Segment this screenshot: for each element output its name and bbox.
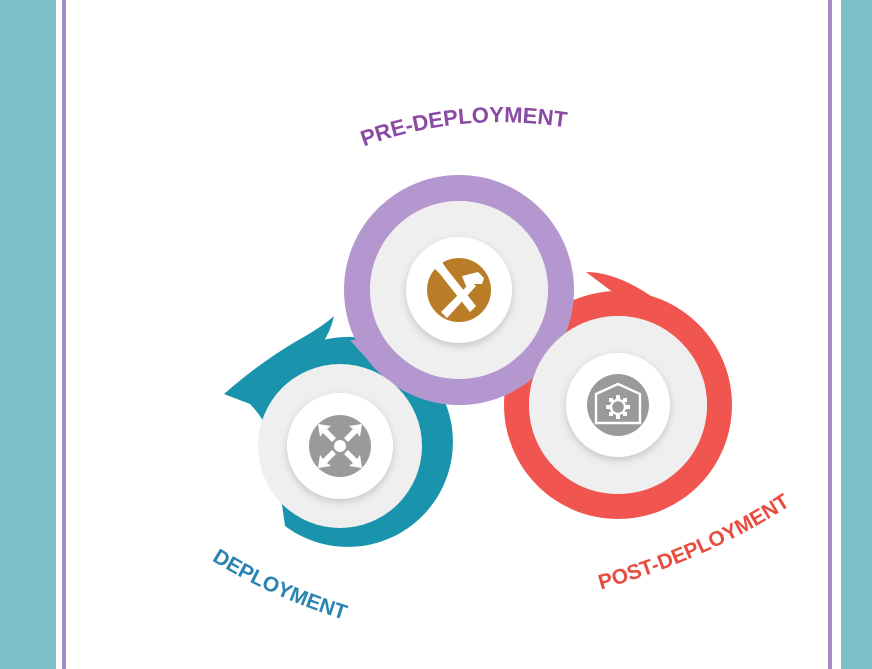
pre-deployment-ring-join [350, 340, 408, 384]
deployment-label: DEPLOYMENT [209, 545, 350, 625]
left-frame-line [62, 0, 66, 669]
hammer-wrench-icon [427, 258, 491, 322]
right-frame-line [828, 0, 832, 669]
right-frame-panel [841, 0, 872, 669]
deployment-ring-tail [224, 316, 334, 404]
pre-deployment-label: PRE-DEPLOYMENT [357, 102, 569, 151]
left-frame-panel [0, 0, 56, 669]
expand-arrows-icon [309, 415, 371, 477]
gear-window-icon [587, 374, 649, 436]
